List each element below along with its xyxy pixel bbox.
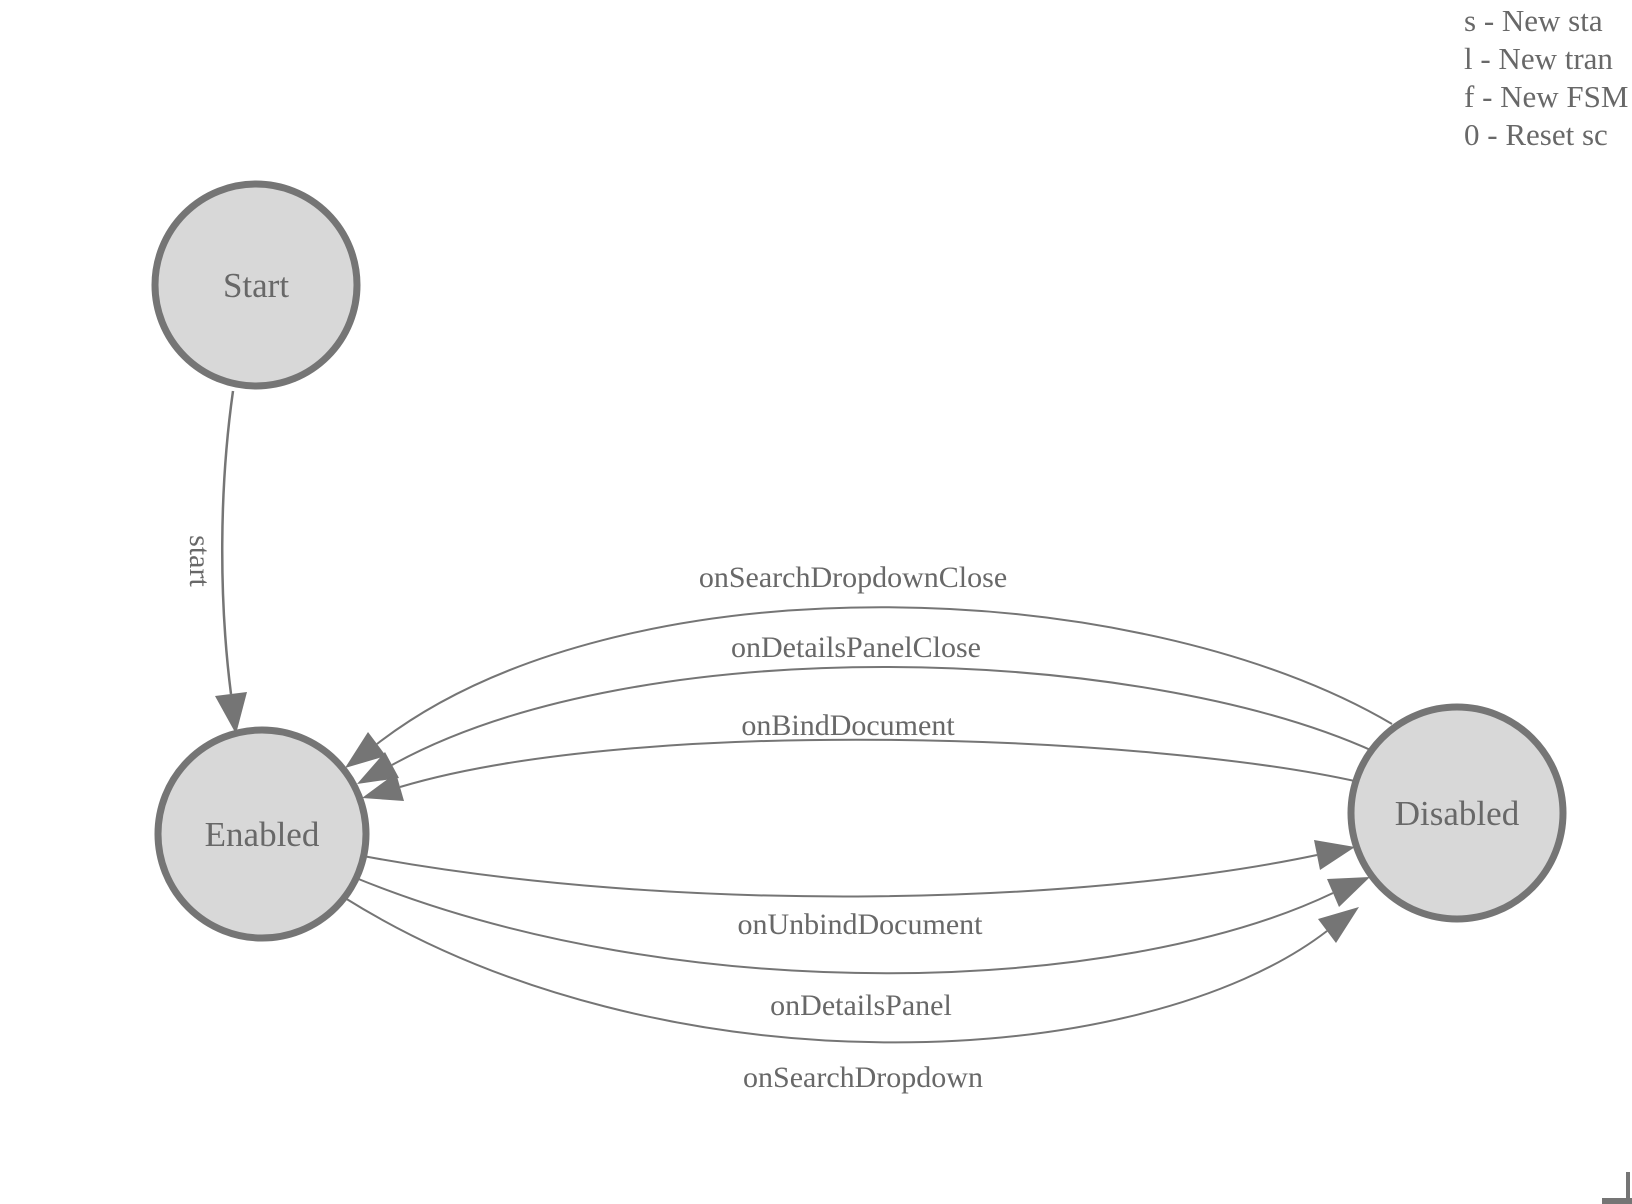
- arrowhead-onSearchDropdownClose: [345, 732, 386, 768]
- edge-line-onSearchDropdownClose: [376, 606, 1393, 745]
- arrowhead-into-enabled-top: [215, 692, 247, 734]
- state-circle-disabled[interactable]: [1347, 703, 1567, 923]
- state-circle-enabled[interactable]: [154, 726, 370, 942]
- legend-line-new-state: s - New sta: [1464, 3, 1603, 38]
- edge-onDetailsPanel: onDetailsPanel: [355, 877, 1370, 1022]
- edge-onBindDocument: onBindDocument: [362, 709, 1360, 801]
- edge-label-onSearchDropdown: onSearchDropdown: [743, 1061, 983, 1094]
- edge-line-onBindDocument: [399, 738, 1360, 788]
- arrowhead-onDetailsPanelClose: [357, 752, 399, 784]
- hotkey-legend: s - New sta l - New tran f - New FSM 0 -…: [1464, 2, 1628, 154]
- arrowhead-onUnbindDocument: [1314, 840, 1355, 870]
- legend-line-new-transition: l - New tran: [1464, 41, 1613, 76]
- edge-onSearchDropdownClose: onSearchDropdownClose: [345, 561, 1393, 768]
- edge-label-onSearchDropdownClose: onSearchDropdownClose: [699, 561, 1007, 594]
- edge-line-onSearchDropdown: [344, 897, 1328, 1044]
- state-node-enabled[interactable]: Enabled: [154, 726, 370, 942]
- edge-start-to-enabled: start: [183, 390, 247, 734]
- edge-onSearchDropdown: onSearchDropdown: [344, 897, 1359, 1094]
- legend-line-reset: 0 - Reset sc: [1464, 117, 1608, 152]
- edge-label-start: start: [183, 535, 216, 587]
- edge-onUnbindDocument: onUnbindDocument: [362, 840, 1355, 941]
- state-node-start[interactable]: Start: [151, 180, 361, 390]
- edge-label-onDetailsPanelClose: onDetailsPanelClose: [731, 631, 981, 664]
- edge-line-onDetailsPanelClose: [391, 666, 1376, 766]
- edge-start-line: [221, 390, 235, 695]
- edge-label-onDetailsPanel: onDetailsPanel: [770, 989, 952, 1022]
- state-label-start: Start: [223, 266, 289, 305]
- edge-line-onUnbindDocument: [362, 854, 1318, 898]
- arrowhead-onBindDocument: [362, 773, 404, 801]
- state-circle-start[interactable]: [151, 180, 361, 390]
- viewport-corner-indicator-horizontal: [1602, 1198, 1632, 1204]
- edge-onDetailsPanelClose: onDetailsPanelClose: [357, 631, 1376, 784]
- state-node-disabled[interactable]: Disabled: [1347, 703, 1567, 923]
- edge-label-onUnbindDocument: onUnbindDocument: [738, 908, 984, 941]
- edge-line-onDetailsPanel: [355, 877, 1334, 975]
- arrowhead-onDetailsPanel: [1327, 877, 1370, 907]
- legend-line-new-fsm: f - New FSM: [1464, 79, 1629, 114]
- edge-label-onBindDocument: onBindDocument: [741, 709, 955, 742]
- viewport-corner-indicator-vertical: [1626, 1172, 1630, 1204]
- state-label-enabled: Enabled: [205, 815, 320, 854]
- state-label-disabled: Disabled: [1395, 794, 1520, 833]
- arrowhead-onSearchDropdown: [1318, 907, 1359, 943]
